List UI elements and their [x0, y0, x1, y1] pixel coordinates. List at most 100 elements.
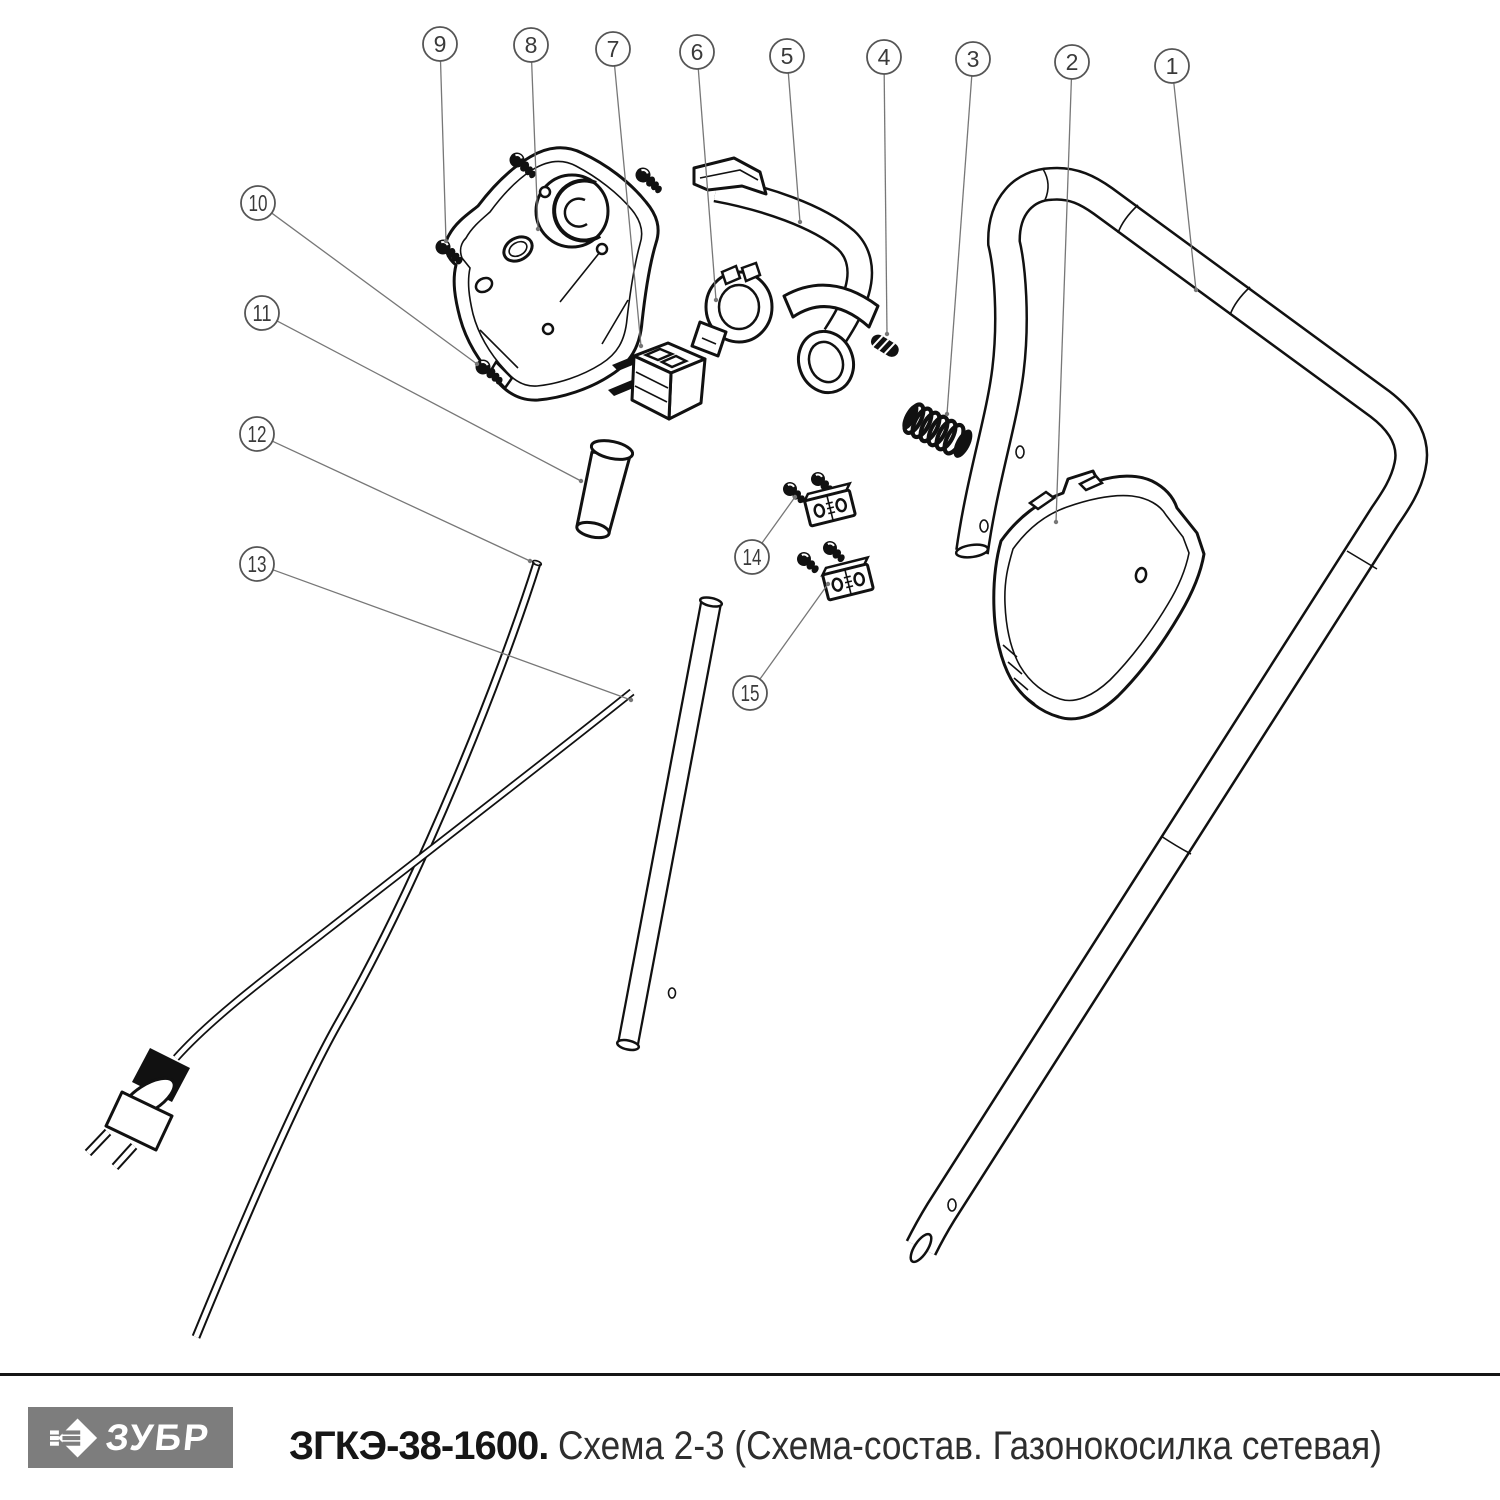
leader-line: [439, 60, 447, 242]
callout-number: 8: [525, 32, 538, 58]
callout-circle: [732, 675, 768, 711]
leader-line: [272, 569, 632, 701]
callout-circle: [239, 546, 275, 582]
callout-number: 6: [691, 39, 704, 65]
callout-number: 9: [434, 31, 447, 57]
leader-line: [697, 68, 717, 301]
brand-name: ЗУБР: [104, 1417, 213, 1458]
leader-dot: [792, 494, 798, 500]
part-cable-clamp-upper: [783, 472, 857, 528]
callout-circle: [595, 31, 631, 67]
leader-line: [1173, 82, 1197, 291]
leader-line: [272, 440, 531, 562]
zubr-arrow-icon: [50, 1417, 98, 1458]
leader-dot: [527, 558, 533, 564]
leader-line: [883, 73, 888, 335]
callout-8: 8: [513, 27, 549, 232]
callout-2: 2: [1053, 44, 1090, 525]
callout-7: 7: [595, 31, 644, 349]
part-upper-handle-tube: [905, 166, 1429, 1264]
model-number: ЗГКЭ-38-1600.: [289, 1424, 549, 1468]
callout-number: 12: [248, 421, 267, 447]
callout-number: 15: [741, 680, 760, 706]
callout-number: 13: [248, 551, 267, 577]
part-housing-screws: [435, 152, 662, 385]
part-switch-lever: [692, 156, 880, 395]
callout-number: 7: [607, 36, 620, 62]
leader-dot: [825, 581, 831, 587]
leader-dot: [474, 361, 480, 367]
part-switch-housing: [444, 146, 660, 402]
callout-13: 13: [239, 546, 634, 703]
leader-line: [276, 320, 582, 482]
callout-circle: [1054, 44, 1090, 80]
leader-dot: [1193, 287, 1199, 293]
callout-number: 2: [1066, 49, 1079, 75]
callout-4: 4: [866, 39, 902, 337]
callout-circle: [244, 295, 280, 331]
callout-circle: [866, 39, 902, 75]
callout-14: 14: [734, 494, 798, 575]
callout-circle: [239, 416, 275, 452]
part-lower-handle-tube: [615, 596, 724, 1052]
leader-dot: [443, 238, 449, 244]
part-set-screw: [871, 334, 899, 357]
leader-line: [759, 583, 829, 680]
leader-line: [946, 75, 973, 415]
callout-circle: [422, 26, 458, 62]
part-cable-clip: [690, 261, 774, 358]
callout-number: 14: [743, 544, 762, 570]
callout-5: 5: [769, 38, 805, 225]
part-housing-screw-lower: [475, 359, 503, 385]
leader-line: [761, 496, 796, 544]
part-cable-clamp-lower: [797, 541, 875, 602]
callout-3: 3: [944, 41, 991, 417]
callout-10: 10: [240, 185, 480, 367]
leader-line: [1055, 78, 1073, 523]
callout-1: 1: [1154, 48, 1199, 293]
footer-divider: [0, 1373, 1500, 1376]
leader-line: [530, 61, 539, 230]
callout-12: 12: [239, 416, 533, 564]
leader-dot: [713, 297, 719, 303]
leader-line: [613, 65, 642, 347]
brand-logo: ЗУБР: [28, 1407, 233, 1468]
part-spacer-sleeve: [575, 439, 635, 540]
leader-dot: [1053, 519, 1059, 525]
leader-dot: [884, 331, 890, 337]
callout-15: 15: [732, 581, 831, 711]
diagram-title: ЗГКЭ-38-1600.Схема 2-3 (Схема-состав. Га…: [289, 1424, 1495, 1469]
power-plug: [84, 1048, 190, 1171]
callout-circle: [679, 34, 715, 70]
callout-circle: [769, 38, 805, 74]
callout-number: 4: [878, 44, 891, 70]
callout-circle: [1154, 48, 1190, 84]
leader-line: [271, 212, 478, 365]
callout-9: 9: [422, 26, 458, 244]
part-link-rod: [191, 559, 543, 1339]
callout-circle: [734, 539, 770, 575]
part-switch-block: [608, 341, 707, 421]
callout-circle: [240, 185, 276, 221]
leader-dot: [638, 343, 644, 349]
leader-dot: [628, 697, 634, 703]
callout-circle: [955, 41, 991, 77]
callout-number: 5: [781, 43, 794, 69]
callout-number: 11: [253, 300, 272, 326]
leader-dot: [578, 478, 584, 484]
callout-number: 10: [249, 190, 268, 216]
leader-dot: [797, 219, 803, 225]
callout-11: 11: [244, 295, 584, 484]
leader-line: [787, 72, 801, 223]
part-power-cord: [84, 688, 635, 1171]
callout-number: 1: [1166, 53, 1179, 79]
part-switch-housing-cover: [992, 469, 1206, 721]
leader-dot: [535, 226, 541, 232]
part-spring: [902, 402, 973, 458]
callout-number: 3: [967, 46, 980, 72]
callout-circle: [513, 27, 549, 63]
leader-dot: [944, 411, 950, 417]
